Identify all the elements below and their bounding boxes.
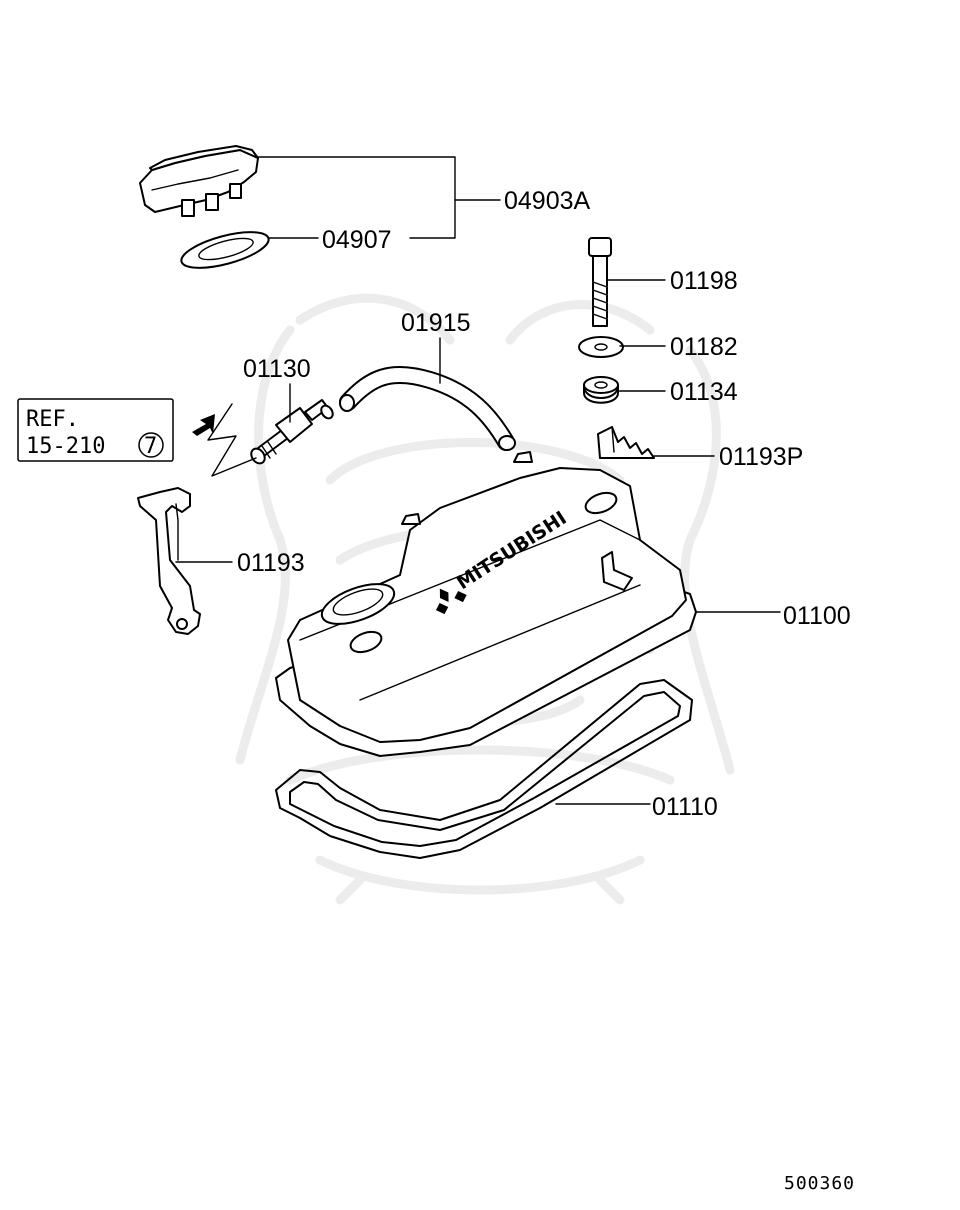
clip [597,426,655,459]
reference-circled-number: 7 [144,434,157,459]
label-01110: 01110 [652,793,718,821]
grommet [583,376,619,404]
label-04903A: 04903A [504,187,591,215]
label-01193: 01193 [237,549,305,577]
leader-lines [175,156,781,805]
brand-logo-icon [435,588,467,615]
reference-line2: 15-210 [26,434,105,459]
washer [578,336,624,358]
label-01130: 01130 [243,355,311,383]
breather-hose [339,365,516,451]
label-01134: 01134 [670,378,738,406]
label-01193P: 01193P [719,443,803,471]
bolt [588,237,612,327]
label-01100: 01100 [783,602,851,630]
cover-gasket [275,679,693,859]
label-01915: 01915 [401,309,471,337]
bracket [137,487,201,635]
drawing-code: 500360 [784,1173,855,1194]
cap-gasket [180,231,270,269]
reference-line1: REF. [26,407,79,432]
oil-filler-cap [139,145,259,217]
label-01182: 01182 [670,333,738,361]
part-labels: 04903A 04907 01198 01182 01134 01915 011… [237,187,851,821]
reference-box: REF. 15-210 7 [17,398,174,462]
label-01198: 01198 [670,267,738,295]
reference-arrow-icon [192,403,257,477]
rocker-cover: MITSUBISHI [275,451,697,757]
label-04907: 04907 [322,226,392,254]
